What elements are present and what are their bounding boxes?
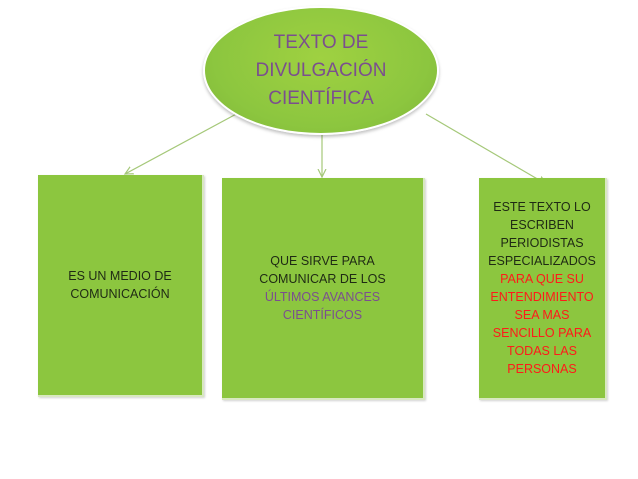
connector-left — [125, 111, 241, 174]
purpose-highlight-text: ÚLTIMOS AVANCES CIENTÍFICOS — [264, 290, 381, 322]
authors-text: ESTE TEXTO LO ESCRIBEN PERIODISTAS ESPEC… — [488, 200, 596, 268]
definition-box: ES UN MEDIO DE COMUNICACIÓN — [38, 175, 204, 397]
authors-highlight-text: PARA QUE SU ENTENDIMIENTO SEA MAS SENCIL… — [490, 272, 594, 376]
purpose-box: QUE SIRVE PARA COMUNICAR DE LOS ÚLTIMOS … — [222, 178, 425, 400]
main-topic-ellipse: TEXTO DE DIVULGACIÓN CIENTÍFICA — [203, 6, 439, 135]
authors-box: ESTE TEXTO LO ESCRIBEN PERIODISTAS ESPEC… — [479, 178, 607, 400]
purpose-text: QUE SIRVE PARA COMUNICAR DE LOS — [259, 254, 386, 286]
connector-right — [425, 113, 546, 184]
main-topic-title: TEXTO DE DIVULGACIÓN CIENTÍFICA — [255, 31, 387, 109]
definition-text: ES UN MEDIO DE COMUNICACIÓN — [68, 269, 172, 301]
